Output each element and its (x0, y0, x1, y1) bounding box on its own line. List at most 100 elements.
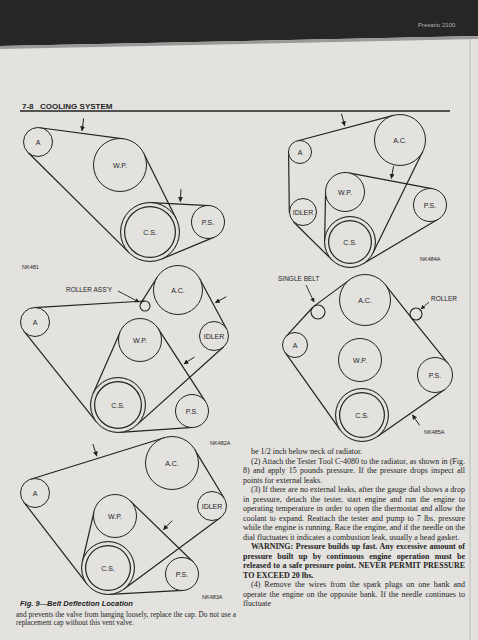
text-holder: NK482A (210, 440, 231, 446)
pulley-label: A.C. (358, 297, 372, 304)
pulley: A.C. (153, 265, 203, 315)
body-text: and prevents the valve from hanging loos… (16, 611, 236, 628)
text-holder: NK483A (202, 594, 223, 600)
text-holder: NK484A (420, 256, 441, 262)
body-text: (4) Remove the wires from the spark plug… (243, 580, 465, 609)
pulley-label: C.S. (101, 565, 115, 572)
text-holder: and prevents the valve from hanging loos… (16, 611, 236, 628)
pulley: IDLER (197, 491, 227, 521)
callout: SINGLE BELT (278, 275, 319, 282)
drive-belt (288, 152, 290, 212)
pulley: C.S. (335, 388, 389, 442)
pulley-label: A (298, 149, 303, 156)
deflection-arrow (82, 118, 84, 130)
drive-belt (24, 331, 97, 422)
pulley-label: P.S. (186, 408, 198, 415)
pulley: C.S. (81, 541, 135, 595)
callout: ROLLER ASS'Y (66, 286, 112, 293)
page-number: 7-8 (22, 102, 34, 111)
drive-belt (24, 502, 87, 584)
text-holder: ROLLER ASS'Y (66, 286, 112, 293)
deflection-arrow (180, 189, 182, 201)
bezel-shadow (0, 36, 478, 49)
pulley: A.C. (374, 114, 426, 166)
pulley: IDLER (199, 321, 229, 351)
deflection-arrow (163, 521, 172, 530)
pulley: W.P. (93, 494, 137, 538)
pulley-label: W.P. (353, 357, 367, 364)
leader-line (306, 285, 314, 302)
pulley-label: A (36, 139, 41, 146)
drive-belt (130, 501, 194, 563)
pulley-label: P.S. (202, 219, 214, 226)
pulley-label: C.S. (143, 229, 157, 236)
pulley-label: W.P. (338, 189, 352, 196)
deflection-arrow (341, 114, 344, 126)
pulley-label: C.S. (355, 412, 369, 419)
pulley-label: W.P. (108, 513, 122, 520)
pulley-label: A.C. (171, 287, 185, 294)
figure-code: NK481 (22, 264, 39, 270)
pulley-label: P.S. (176, 571, 188, 578)
pulley: A (23, 127, 53, 157)
text-holder: Fig. 9—Belt Deflection Location (20, 600, 133, 609)
text-holder: COOLING SYSTEM (40, 102, 112, 111)
pulley: C.S. (120, 202, 180, 262)
pulley-label: A (293, 342, 298, 349)
callout: ROLLER (431, 295, 457, 302)
pulley-label: W.P. (113, 162, 127, 169)
page-fold (469, 39, 471, 640)
pulley: IDLER (289, 198, 318, 227)
pulley: P.S. (175, 394, 209, 428)
body-text: (2) Attach the Tester Tool C-4080 to the… (243, 457, 465, 486)
pulley: A (288, 140, 312, 164)
brand-text: Presario 2100 (418, 22, 455, 29)
figure-code: NK484A (420, 256, 441, 262)
pulley: C.S. (90, 377, 146, 433)
deflection-arrow (391, 166, 393, 178)
text-holder: ROLLER (431, 295, 457, 302)
text-column: be 1/2 inch below neck of radiator.(2) A… (243, 447, 465, 609)
pulley-label: P.S. (424, 202, 436, 209)
roller-pulley (311, 305, 325, 319)
body-text: (3) If there are no external leaks, afte… (243, 485, 465, 542)
body-text: be 1/2 inch below neck of radiator. (243, 447, 465, 457)
text-holder: 7-8 (22, 102, 34, 111)
pulley-label: A.C. (165, 460, 179, 467)
pulley: A.C. (145, 436, 199, 490)
pulley-label: IDLER (293, 209, 314, 216)
pulley-label: A (33, 319, 38, 326)
pulley: W.P. (338, 338, 382, 382)
figure-caption: Fig. 9—Belt Deflection Location (20, 600, 133, 609)
pulley: A (20, 478, 50, 508)
body-text: WARNING: Pressure builds up fast. Any ex… (243, 542, 465, 580)
pulley-label: A.C. (393, 137, 407, 144)
deflection-arrow (93, 444, 97, 456)
pulley-label: C.S. (111, 402, 125, 409)
pulley-label: A (33, 490, 38, 497)
text-holder: Presario 2100 (418, 22, 455, 29)
drive-belt (285, 352, 341, 430)
pulley-label: P.S. (429, 372, 441, 379)
pulley: W.P. (93, 138, 147, 192)
figure-code: NK482A (210, 440, 231, 446)
pulley-label: C.S. (343, 239, 357, 246)
pulley: P.S. (417, 357, 453, 393)
text-holder: NK481 (22, 264, 39, 270)
text-holder: NK485A (424, 429, 445, 435)
pulley: P.S. (191, 205, 225, 239)
pulley: A (282, 332, 308, 358)
pulley-label: W.P. (133, 337, 147, 344)
pulley: P.S. (165, 557, 199, 591)
leader-line (118, 291, 139, 302)
text-holder: SINGLE BELT (278, 275, 319, 282)
pulley-label: IDLER (202, 503, 223, 510)
pulley: A (20, 307, 50, 337)
deflection-arrow (215, 297, 226, 303)
pulley: A.C. (339, 274, 391, 326)
pulley: W.P. (118, 318, 162, 362)
pulley: W.P. (325, 172, 365, 212)
belt-run (34, 301, 145, 308)
pulley-label: IDLER (204, 333, 225, 340)
